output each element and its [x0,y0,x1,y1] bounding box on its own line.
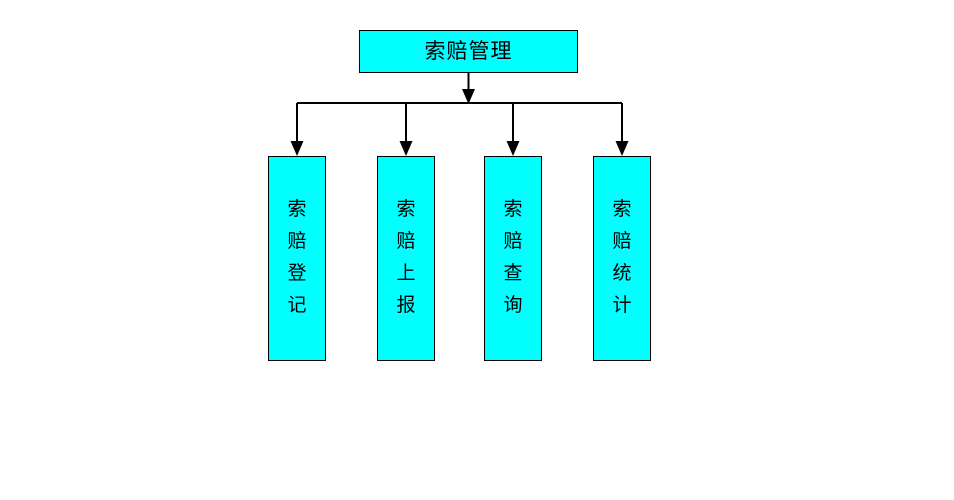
node-char: 索 [503,198,523,220]
node-child-1-label: 索 赔 上 报 [396,193,415,321]
arrowhead-child-3 [615,141,629,156]
arrowhead-child-2 [506,141,520,156]
node-char: 赔 [287,230,307,252]
node-child-0-label: 索 赔 登 记 [287,193,306,321]
node-char: 赔 [612,230,632,252]
node-char: 报 [396,294,416,316]
node-root-label: 索赔管理 [424,39,513,63]
node-claim-statistics[interactable]: 索 赔 统 计 [593,156,651,361]
node-char: 查 [503,262,523,284]
node-char: 上 [396,262,416,284]
node-claim-query[interactable]: 索 赔 查 询 [484,156,542,361]
node-char: 统 [612,262,632,284]
arrowhead-root-to-bus [462,89,475,104]
node-claim-registration[interactable]: 索 赔 登 记 [268,156,326,361]
node-char: 索 [612,198,632,220]
arrowhead-child-1 [399,141,413,156]
node-char: 赔 [396,230,416,252]
node-claim-reporting[interactable]: 索 赔 上 报 [377,156,435,361]
node-child-3-label: 索 赔 统 计 [612,193,631,321]
node-claims-management[interactable]: 索赔管理 [359,30,578,73]
node-char: 索 [396,198,416,220]
node-child-2-label: 索 赔 查 询 [503,193,522,321]
node-char: 询 [503,294,523,316]
node-char: 登 [287,262,307,284]
node-char: 计 [612,294,632,316]
node-char: 记 [287,294,307,316]
node-char: 赔 [503,230,523,252]
arrowhead-child-0 [290,141,304,156]
node-char: 索 [287,198,307,220]
